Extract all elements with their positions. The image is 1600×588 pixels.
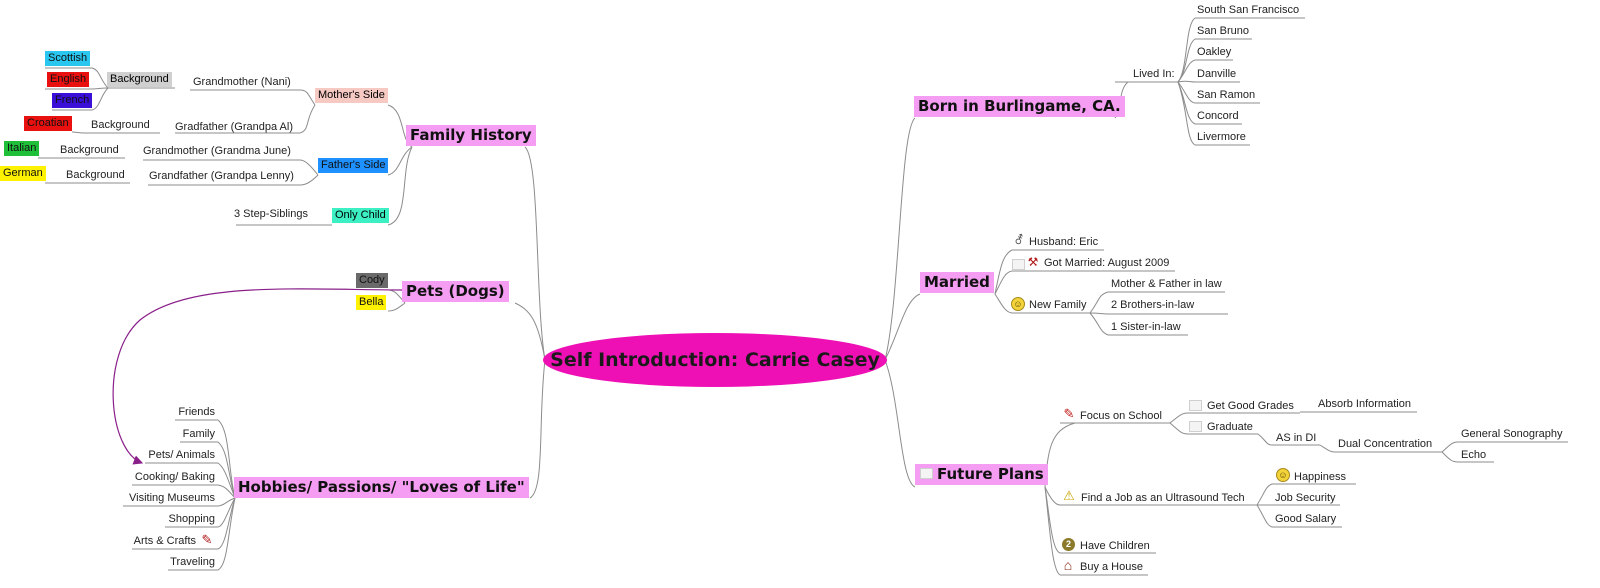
place-item[interactable]: San Bruno <box>1197 25 1249 37</box>
task-checkbox-icon <box>920 468 933 479</box>
topic-born[interactable]: Born in Burlingame, CA. <box>914 96 1125 117</box>
relationship-arrow <box>112 285 419 465</box>
scottish-node[interactable]: Scottish <box>45 51 91 66</box>
number-two-icon: 2 <box>1062 538 1075 551</box>
have-children-node[interactable]: Have Children <box>1080 540 1150 552</box>
hobby-item[interactable]: Friends <box>178 406 215 418</box>
pencil-icon: ✎ <box>1063 406 1075 421</box>
topic-family-history[interactable]: Family History <box>406 125 536 146</box>
topic-married[interactable]: Married <box>920 272 994 293</box>
gavel-icon: ⚒ <box>1027 255 1039 269</box>
place-item[interactable]: Concord <box>1197 110 1239 122</box>
cody-node[interactable]: Cody <box>356 273 388 288</box>
background-node-june[interactable]: Background <box>60 144 119 156</box>
grandmother-june-node[interactable]: Grandmother (Grandma June) <box>143 145 291 157</box>
place-item[interactable]: Danville <box>1197 68 1237 80</box>
smiley-icon: ☺ <box>1011 297 1025 311</box>
absorb-info-node[interactable]: Absorb Information <box>1318 398 1411 410</box>
topic-future-plans-label: Future Plans <box>937 465 1044 483</box>
pencil-icon: ✎ <box>201 532 213 547</box>
hobby-item[interactable]: Shopping <box>168 513 216 525</box>
house-icon: ⌂ <box>1063 557 1073 573</box>
grandfather-al-node[interactable]: Gradfather (Grandpa Al) <box>175 121 294 133</box>
hobby-item[interactable]: Visiting Museums <box>129 492 215 504</box>
step-siblings-node[interactable]: 3 Step-Siblings <box>234 208 308 220</box>
german-node[interactable]: German <box>0 166 46 181</box>
croatian-node[interactable]: Croatian <box>24 116 72 131</box>
got-married-node[interactable]: Got Married: August 2009 <box>1044 257 1170 269</box>
hobby-item[interactable]: Cooking/ Baking <box>134 471 215 483</box>
graduate-node[interactable]: Graduate <box>1207 421 1253 433</box>
focus-school-node[interactable]: Focus on School <box>1080 410 1162 422</box>
topic-future-plans[interactable]: Future Plans <box>915 464 1048 485</box>
new-family-node[interactable]: New Family <box>1029 299 1087 311</box>
good-salary-node[interactable]: Good Salary <box>1275 513 1337 525</box>
smiley-icon: ☺ <box>1276 468 1290 482</box>
as-in-di-node[interactable]: AS in DI <box>1276 432 1317 444</box>
family-item[interactable]: Mother & Father in law <box>1111 278 1222 290</box>
grandmother-nani-node[interactable]: Grandmother (Nani) <box>193 76 291 88</box>
topic-pets[interactable]: Pets (Dogs) <box>402 281 509 302</box>
bella-node[interactable]: Bella <box>356 295 387 310</box>
family-item[interactable]: 1 Sister-in-law <box>1111 321 1181 333</box>
echo-node[interactable]: Echo <box>1461 449 1487 461</box>
general-sonography-node[interactable]: General Sonography <box>1461 428 1563 440</box>
task-checkbox-icon <box>1189 421 1202 432</box>
good-grades-node[interactable]: Get Good Grades <box>1207 400 1294 412</box>
french-node[interactable]: French <box>52 93 93 108</box>
husband-node[interactable]: Husband: Eric <box>1029 236 1099 248</box>
find-job-node[interactable]: Find a Job as an Ultrasound Tech <box>1081 492 1245 504</box>
place-item[interactable]: Livermore <box>1197 131 1246 143</box>
english-node[interactable]: English <box>47 72 90 87</box>
family-item[interactable]: 2 Brothers-in-law <box>1111 299 1195 311</box>
dual-concentration-node[interactable]: Dual Concentration <box>1338 438 1433 450</box>
background-node-nani[interactable]: Background <box>107 72 172 87</box>
job-security-node[interactable]: Job Security <box>1275 492 1336 504</box>
mothers-side-node[interactable]: Mother's Side <box>315 88 388 103</box>
background-node-lenny[interactable]: Background <box>66 169 125 181</box>
background-node-al[interactable]: Background <box>91 119 150 131</box>
task-checkbox-icon <box>1012 259 1025 270</box>
topic-hobbies[interactable]: Hobbies/ Passions/ "Loves of Life" <box>234 477 529 498</box>
task-checkbox-icon <box>1189 400 1202 411</box>
hobby-item[interactable]: Traveling <box>170 556 215 568</box>
groom-icon: ⚦ <box>1013 233 1025 247</box>
buy-house-node[interactable]: Buy a House <box>1080 561 1143 573</box>
happiness-node[interactable]: Happiness <box>1294 471 1346 483</box>
hobby-item[interactable]: Pets/ Animals <box>148 449 215 461</box>
hobby-item[interactable]: Family <box>182 428 215 440</box>
lived-in-node[interactable]: Lived In: <box>1133 68 1175 80</box>
italian-node[interactable]: Italian <box>4 141 40 156</box>
grandfather-lenny-node[interactable]: Grandfather (Grandpa Lenny) <box>149 170 294 182</box>
place-item[interactable]: Oakley <box>1197 46 1232 58</box>
warning-icon: ⚠ <box>1063 488 1075 503</box>
place-item[interactable]: South San Francisco <box>1197 4 1300 16</box>
central-topic[interactable]: Self Introduction: Carrie Casey <box>543 333 887 387</box>
only-child-node[interactable]: Only Child <box>332 208 389 223</box>
hobby-item[interactable]: Arts & Crafts <box>133 535 196 547</box>
fathers-side-node[interactable]: Father's Side <box>318 158 389 173</box>
place-item[interactable]: San Ramon <box>1197 89 1256 101</box>
